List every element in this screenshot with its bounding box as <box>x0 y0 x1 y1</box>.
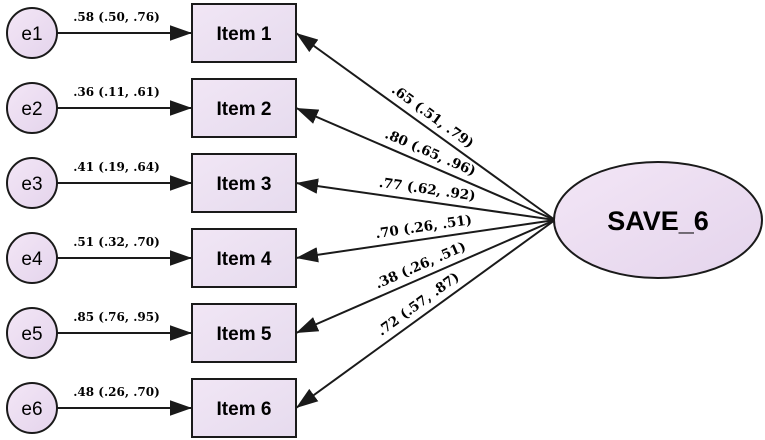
factor-label: SAVE_6 <box>607 206 709 236</box>
error-estimate-e1: .58 (.50, .76) <box>73 10 160 24</box>
item-label-3: Item 3 <box>217 174 272 195</box>
loading-path-item-4 <box>295 219 556 263</box>
error-node-e6 <box>6 382 58 434</box>
item-label-4: Item 4 <box>217 249 272 270</box>
item-label-1: Item 1 <box>217 24 272 45</box>
error-estimate-e2: .36 (.11, .61) <box>73 85 160 99</box>
error-label-e4: e4 <box>21 249 43 270</box>
nodes-layer <box>6 3 763 438</box>
item-box-1 <box>191 3 297 63</box>
item-label-6: Item 6 <box>217 399 272 420</box>
error-node-e3 <box>6 157 58 209</box>
error-node-e1 <box>6 7 58 59</box>
error-label-e3: e3 <box>21 174 42 195</box>
loading-estimate-item-4: .70 (.26, .51) <box>374 212 473 242</box>
error-label-e1: e1 <box>21 24 42 45</box>
error-node-e2 <box>6 82 58 134</box>
item-box-5 <box>191 303 297 363</box>
loading-path-item-5 <box>295 219 556 334</box>
loading-path-item-2 <box>295 107 556 221</box>
item-box-2 <box>191 78 297 138</box>
loading-path-item-3 <box>295 178 556 221</box>
error-estimate-e4: .51 (.32, .70) <box>73 235 160 249</box>
error-estimate-e3: .41 (.19, .64) <box>73 160 160 174</box>
loading-path-item-6 <box>295 219 556 409</box>
factor-save-6 <box>553 161 763 279</box>
item-label-2: Item 2 <box>217 99 272 120</box>
error-label-e5: e5 <box>21 324 42 345</box>
error-node-e5 <box>6 307 58 359</box>
loading-path-item-1 <box>295 32 556 221</box>
error-node-e4 <box>6 232 58 284</box>
item-label-5: Item 5 <box>217 324 272 345</box>
error-label-e6: e6 <box>21 399 42 420</box>
item-box-4 <box>191 228 297 288</box>
edges-layer <box>57 25 556 416</box>
item-box-6 <box>191 378 297 438</box>
error-estimate-e6: .48 (.26, .70) <box>73 385 160 399</box>
error-label-e2: e2 <box>21 99 42 120</box>
item-box-3 <box>191 153 297 213</box>
error-estimate-e5: .85 (.76, .95) <box>73 310 160 324</box>
